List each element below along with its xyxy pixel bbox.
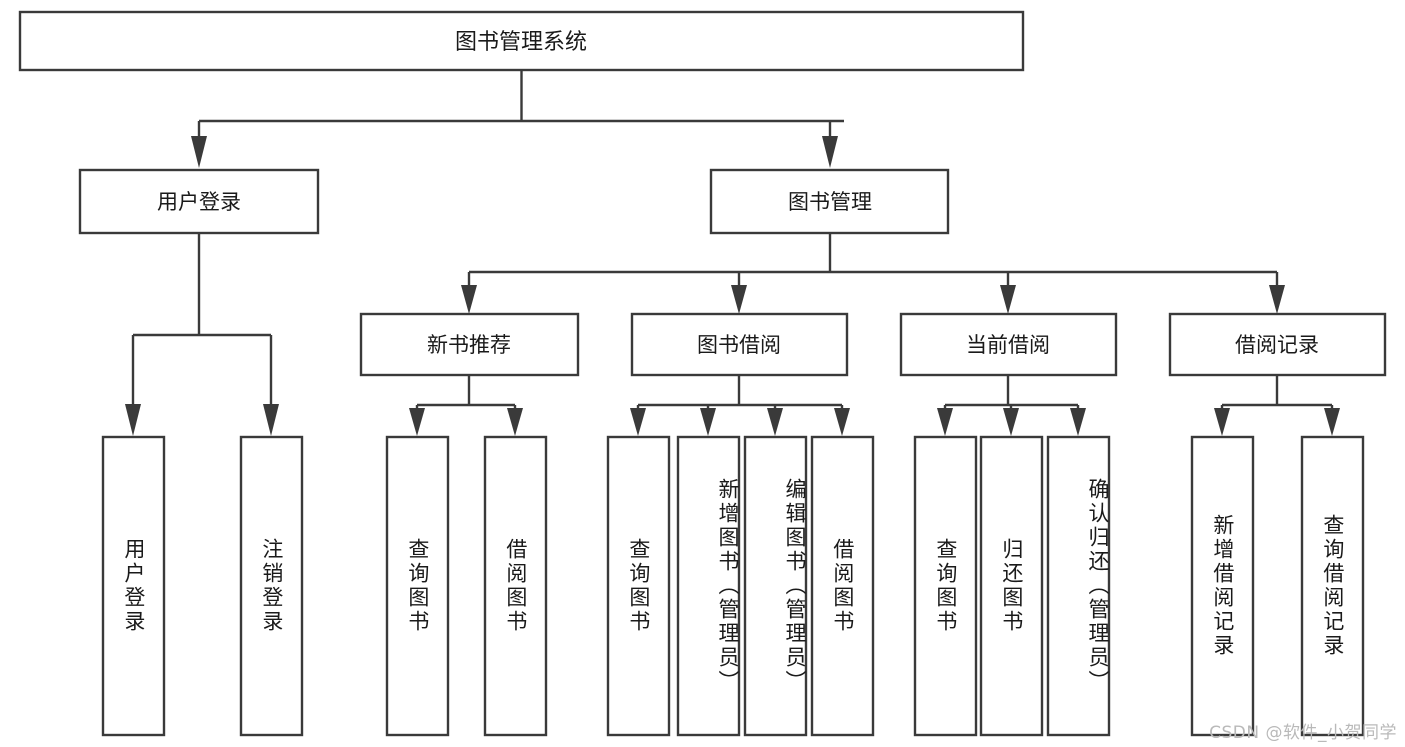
node-current-label: 当前借阅: [966, 333, 1050, 357]
arrow-nb-leaf2: [507, 408, 523, 436]
node-leaf-edit-book-box[interactable]: [743, 435, 808, 737]
node-leaf-add-book-box[interactable]: [676, 435, 741, 737]
node-layer: 图书管理系统 用户登录 图书管理 新书推荐 图书借阅: [18, 10, 1387, 737]
node-leaf-borrow-book-2-box[interactable]: [810, 435, 875, 737]
node-root-box[interactable]: [18, 10, 1025, 72]
arrow-bm-current: [1000, 285, 1016, 314]
node-record-box[interactable]: [1168, 312, 1387, 377]
node-login[interactable]: 用户登录: [78, 168, 320, 235]
arrow-root-to-login: [191, 136, 207, 168]
arrow-root-to-bookmgmt: [822, 136, 838, 168]
node-newbook[interactable]: 新书推荐: [359, 312, 580, 377]
arrow-login-leaf1: [125, 404, 141, 436]
arrow-bb-leaf3: [767, 408, 783, 436]
arrow-bm-borrow: [731, 285, 747, 314]
arrow-cb-leaf2: [1003, 408, 1019, 436]
node-leaf-return-book-box[interactable]: [979, 435, 1044, 737]
node-leaf-query-book-1-box[interactable]: [385, 435, 450, 737]
csdn-watermark: CSDN @软件_小贺同学: [1209, 723, 1397, 743]
node-leaf-query-book-3-box[interactable]: [913, 435, 978, 737]
arrow-bm-record: [1269, 285, 1285, 314]
node-leaf-query-record-box[interactable]: [1300, 435, 1365, 737]
arrow-rb-leaf2: [1324, 408, 1340, 436]
node-bookmgmt[interactable]: 图书管理: [709, 168, 950, 235]
node-leaf-query-book-2-box[interactable]: [606, 435, 671, 737]
arrow-login-leaf2: [263, 404, 279, 436]
node-borrow-label: 图书借阅: [697, 333, 781, 357]
node-record-label: 借阅记录: [1235, 333, 1319, 357]
node-root-label: 图书管理系统: [455, 30, 587, 55]
arrow-cb-leaf1: [937, 408, 953, 436]
node-leaf-confirm-return-box[interactable]: [1046, 435, 1111, 737]
connector-layer: [125, 70, 1340, 436]
node-leaf-user-login-box[interactable]: [101, 435, 166, 737]
node-login-box[interactable]: [78, 168, 320, 235]
node-bookmgmt-box[interactable]: [709, 168, 950, 235]
node-current[interactable]: 当前借阅: [899, 312, 1118, 377]
arrow-nb-leaf1: [409, 408, 425, 436]
arrow-bb-leaf2: [700, 408, 716, 436]
node-leaf-add-record-box[interactable]: [1190, 435, 1255, 737]
node-leaf-borrow-book-1-box[interactable]: [483, 435, 548, 737]
arrow-rb-leaf1: [1214, 408, 1230, 436]
arrow-bb-leaf4: [834, 408, 850, 436]
node-borrow-box[interactable]: [630, 312, 849, 377]
arrow-cb-leaf3: [1070, 408, 1086, 436]
node-leaf-user-logout-box[interactable]: [239, 435, 304, 737]
node-record[interactable]: 借阅记录: [1168, 312, 1387, 377]
node-current-box[interactable]: [899, 312, 1118, 377]
node-root[interactable]: 图书管理系统: [18, 10, 1025, 72]
node-newbook-box[interactable]: [359, 312, 580, 377]
arrow-bm-newbook: [461, 285, 477, 314]
node-newbook-label: 新书推荐: [427, 333, 511, 357]
node-bookmgmt-label: 图书管理: [788, 190, 872, 214]
node-login-label: 用户登录: [157, 190, 241, 214]
arrow-bb-leaf1: [630, 408, 646, 436]
node-borrow[interactable]: 图书借阅: [630, 312, 849, 377]
